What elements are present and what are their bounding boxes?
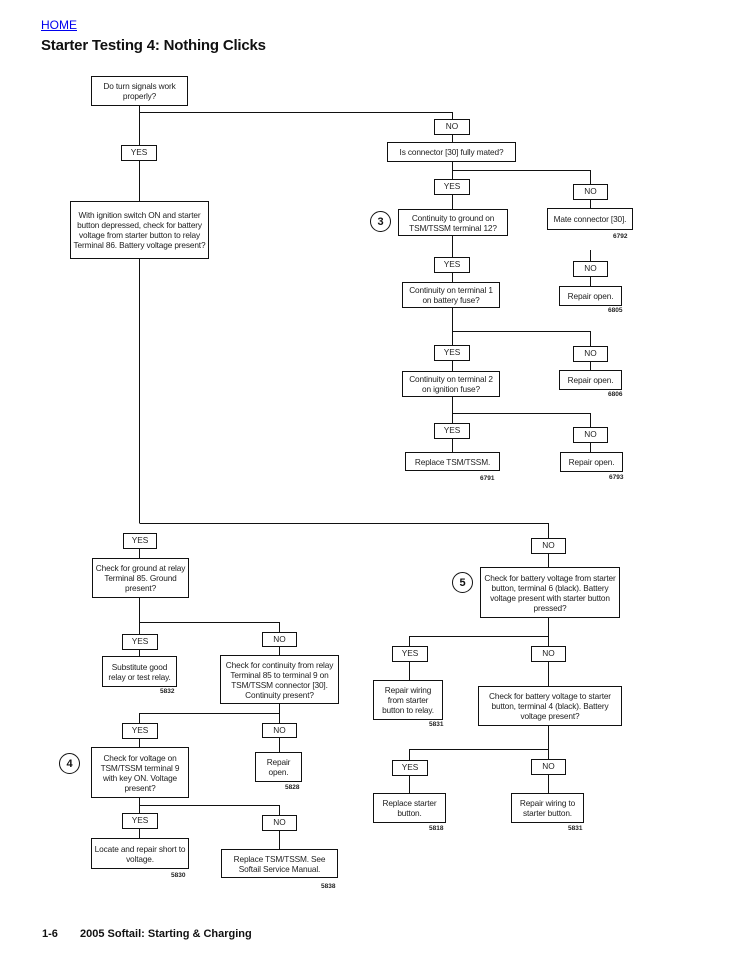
no-label: NO: [531, 538, 566, 554]
question-continuity-terminal-12: Continuity to ground on TSM/TSSM termina…: [398, 209, 508, 236]
figure-number: 6806: [608, 391, 623, 398]
step-marker-4: 4: [59, 753, 80, 774]
figure-number: 5831: [429, 721, 444, 728]
action-replace-tsm: Replace TSM/TSSM.: [405, 452, 500, 471]
page-title: Starter Testing 4: Nothing Clicks: [41, 37, 266, 54]
home-link[interactable]: HOME: [41, 18, 77, 32]
yes-label: YES: [121, 145, 157, 161]
yes-label: YES: [122, 634, 158, 650]
figure-number: 5831: [568, 825, 583, 832]
figure-number: 5828: [285, 784, 300, 791]
yes-label: YES: [122, 813, 158, 829]
yes-label: YES: [123, 533, 157, 549]
action-repair-open: Repair open.: [559, 370, 622, 390]
question-starter-terminal-6: Check for battery voltage from starter b…: [480, 567, 620, 618]
connector-line: [452, 413, 591, 427]
no-label: NO: [573, 427, 608, 443]
book-title: 2005 Softail: Starting & Charging: [80, 928, 252, 940]
figure-number: 6805: [608, 307, 623, 314]
no-label: NO: [434, 119, 470, 135]
yes-label: YES: [434, 179, 470, 195]
yes-label: YES: [434, 423, 470, 439]
figure-number: 5832: [160, 688, 175, 695]
action-repair-open: Repair open.: [559, 286, 622, 306]
step-marker-5: 5: [452, 572, 473, 593]
action-substitute-relay: Substitute good relay or test relay.: [102, 656, 177, 687]
figure-number: 6792: [613, 233, 628, 240]
yes-label: YES: [434, 345, 470, 361]
connector-line: [139, 622, 280, 632]
page-footer: 1-6 2005 Softail: Starting & Charging: [42, 928, 252, 940]
action-repair-wiring-to-relay: Repair wiring from starter button to rel…: [373, 680, 443, 720]
question-continuity-ignition-fuse: Continuity on terminal 2 on ignition fus…: [402, 371, 500, 397]
question-starter-terminal-4: Check for battery voltage to starter but…: [478, 686, 622, 726]
question-turn-signals: Do turn signals work properly?: [91, 76, 188, 106]
question-continuity-85-to-9: Check for continuity from relay Terminal…: [220, 655, 339, 704]
page-number: 1-6: [42, 928, 58, 940]
no-label: NO: [262, 723, 297, 738]
action-repair-open: Repair open.: [255, 752, 302, 782]
no-label: NO: [573, 346, 608, 362]
figure-number: 6791: [480, 475, 495, 482]
connector-line: [139, 805, 280, 815]
figure-number: 5838: [321, 883, 336, 890]
action-repair-wiring-to-button: Repair wiring to starter button.: [511, 793, 584, 823]
figure-number: 5830: [171, 872, 186, 879]
no-label: NO: [262, 815, 297, 831]
question-connector-mated: Is connector [30] fully mated?: [387, 142, 516, 162]
figure-number: 6793: [609, 474, 624, 481]
connector-line: [452, 331, 591, 346]
connector-line: [139, 523, 549, 538]
action-mate-connector: Mate connector [30].: [547, 208, 633, 230]
action-repair-open: Repair open.: [560, 452, 623, 472]
question-battery-voltage-terminal-86: With ignition switch ON and starter butt…: [70, 201, 209, 259]
connector-line: [452, 170, 591, 184]
action-replace-tsm-see-manual: Replace TSM/TSSM. See Softail Service Ma…: [221, 849, 338, 878]
no-label: NO: [573, 261, 608, 277]
no-label: NO: [531, 646, 566, 662]
figure-number: 5818: [429, 825, 444, 832]
question-voltage-terminal-9: Check for voltage on TSM/TSSM terminal 9…: [91, 747, 189, 798]
no-label: NO: [573, 184, 608, 200]
action-locate-short: Locate and repair short to voltage.: [91, 838, 189, 869]
yes-label: YES: [122, 723, 158, 739]
yes-label: YES: [392, 646, 428, 662]
no-label: NO: [531, 759, 566, 775]
yes-label: YES: [434, 257, 470, 273]
question-continuity-battery-fuse: Continuity on terminal 1 on battery fuse…: [402, 282, 500, 308]
question-ground-terminal-85: Check for ground at relay Terminal 85. G…: [92, 558, 189, 598]
action-replace-starter-button: Replace starter button.: [373, 793, 446, 823]
step-marker-3: 3: [370, 211, 391, 232]
connector-line: [139, 112, 453, 119]
yes-label: YES: [392, 760, 428, 776]
no-label: NO: [262, 632, 297, 647]
